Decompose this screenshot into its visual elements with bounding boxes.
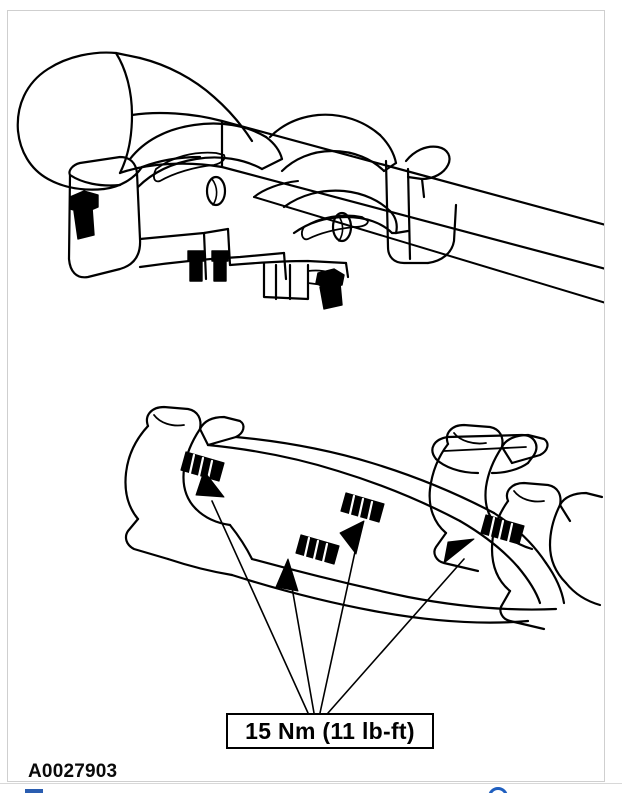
- torque-callout-box: 15 Nm (11 lb-ft): [226, 713, 434, 749]
- exhaust-manifold-lower: [124, 405, 604, 631]
- stud-bolt-4: [480, 514, 525, 545]
- stud-bolt-3: [340, 492, 385, 523]
- torque-specification-label: 15 Nm (11 lb-ft): [245, 717, 415, 744]
- leader-arrowheads: [195, 470, 475, 592]
- stud-bolt-2: [295, 534, 340, 565]
- fastener-upper-right: [315, 268, 345, 310]
- fastener-upper-left: [69, 190, 99, 240]
- heat-shield-bracket-upper: [67, 113, 458, 301]
- exhaust-pipe-upper: [16, 51, 604, 304]
- fastener-upper-mid-2: [211, 250, 229, 282]
- chrome-tab-indicator[interactable]: [25, 789, 43, 793]
- stud-bolt-1: [180, 451, 225, 482]
- technical-illustration: [16, 51, 604, 714]
- viewer-bottom-chrome: [0, 783, 622, 793]
- chrome-divider: [0, 783, 622, 784]
- chrome-circle-icon[interactable]: [488, 787, 508, 793]
- figure-id-label: A0027903: [28, 761, 118, 782]
- manifold-right-runner: [490, 481, 604, 631]
- leader-lines: [211, 500, 465, 714]
- illustration-page: 15 Nm (11 lb-ft) A0027903: [7, 10, 605, 782]
- fastener-upper-mid-1: [187, 250, 205, 282]
